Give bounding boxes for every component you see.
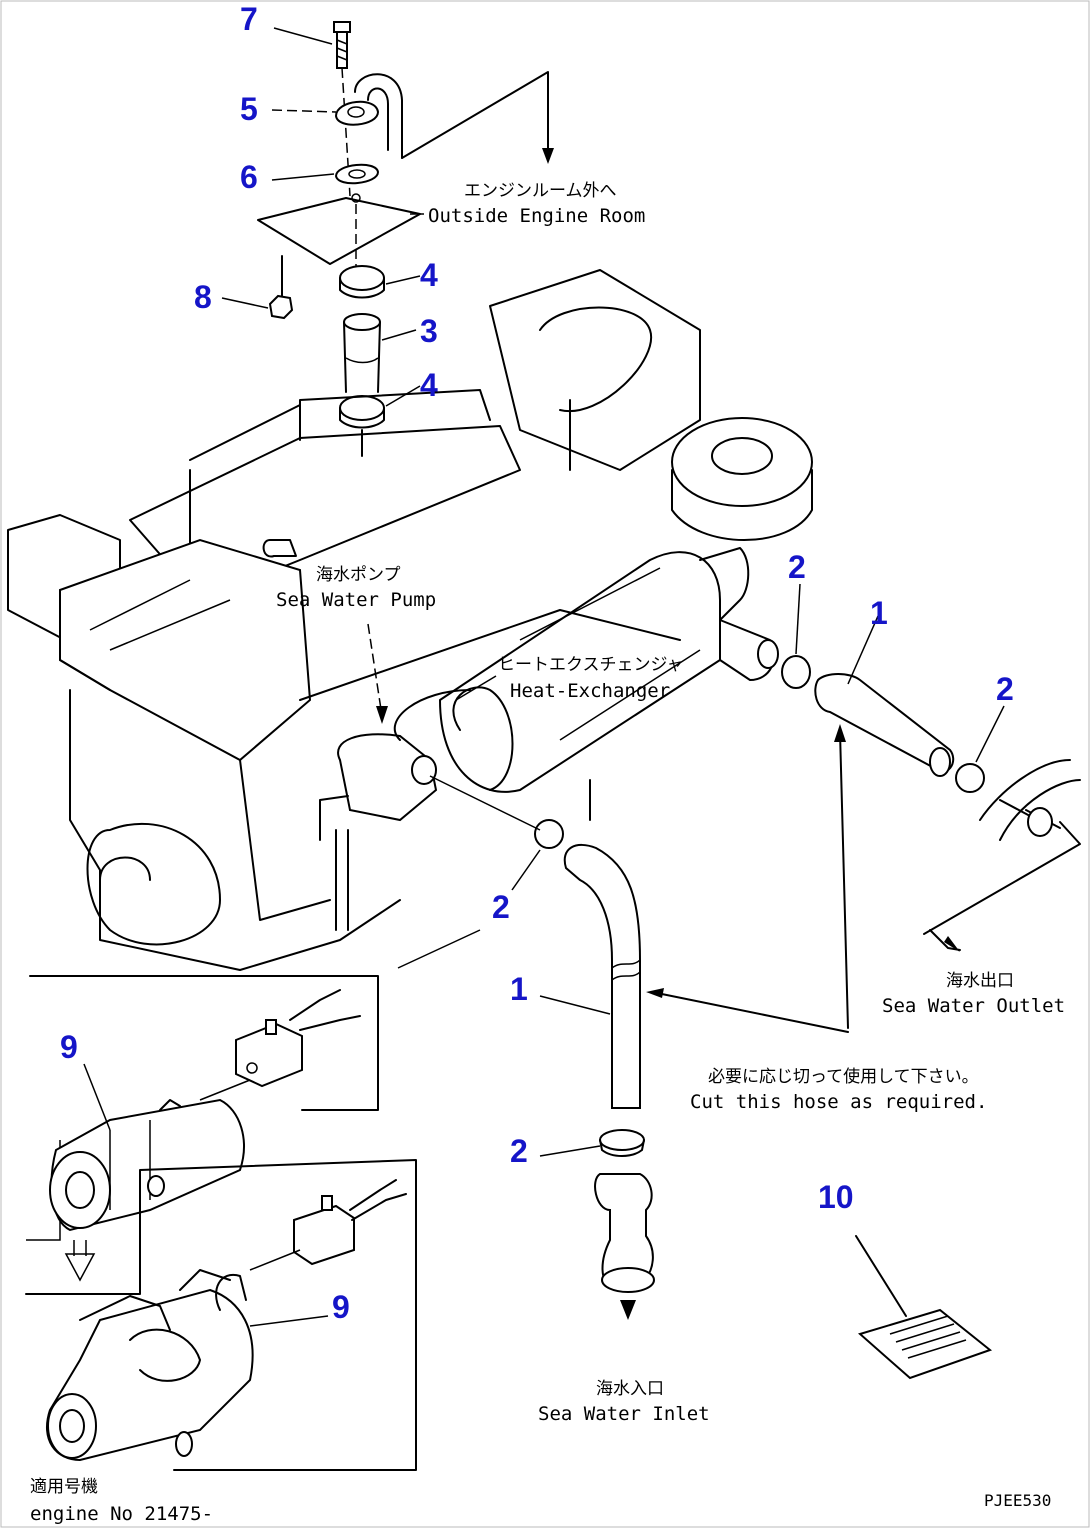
clamp-part-2-pump [534,819,564,849]
callout-3: 3 [420,313,438,349]
drawing-code: PJEE530 [984,1491,1051,1510]
outside-engine-room-jp: エンジンルーム外へ [464,181,617,201]
hose-part-1-outlet [814,673,955,773]
sea-water-inlet-en: Sea Water Inlet [538,1403,710,1425]
callout-8: 8 [194,279,212,315]
clamp-part-2-inlet [599,1129,645,1151]
callout-2-outlet-b: 2 [996,671,1014,707]
sea-water-outlet-jp: 海水出口 [946,971,1014,991]
inlet-hose-assembly [429,775,655,1320]
clamp-part-4-upper [339,265,385,299]
callout-2-outlet-a: 2 [788,549,806,585]
clamp-part-4-lower [339,395,385,457]
inset-starter-new-border [25,1159,417,1471]
callout-6: 6 [240,159,258,195]
upper-fitting-assembly [257,21,554,457]
sea-water-pump-en: Sea Water Pump [276,589,436,611]
hose-part-1-inlet [563,843,641,1109]
sea-water-outlet-en: Sea Water Outlet [882,995,1065,1017]
callout-4-upper: 4 [420,257,438,293]
hose-part-3 [343,313,381,393]
replacement-arrow [64,1240,96,1282]
callout-1-inlet: 1 [510,971,528,1007]
label-plate-part-10 [857,1308,993,1380]
sea-cock [594,1173,655,1320]
engine-block [7,269,813,971]
inset-starter-new [45,1179,407,1462]
sea-water-pump-jp: 海水ポンプ [316,565,401,585]
clamp-part-2-outlet-a [781,655,811,689]
outlet-hose-assembly [646,655,1081,1033]
heat-exchanger-jp: ヒートエクスチェンジャ [498,655,684,675]
heat-exchanger-en: Heat-Exchanger [510,680,670,702]
clamp-part-2-outlet-b [955,763,985,793]
cut-hose-note-jp: 必要に応じ切って使用して下さい。 [708,1066,979,1087]
gasket-part-6 [334,163,380,203]
cut-hose-note-en: Cut this hose as required. [690,1091,987,1113]
nut-part-8 [268,294,294,320]
callout-10: 10 [818,1179,854,1215]
applicable-units-jp: 適用号機 [30,1477,98,1497]
callout-numbers: 7 5 6 8 4 3 4 2 1 2 2 1 2 9 9 10 [60,1,1014,1325]
sea-water-inlet-jp: 海水入口 [596,1379,664,1399]
annotation-labels: エンジンルーム外へ Outside Engine Room 海水ポンプ Sea … [30,181,1065,1525]
callout-2-inlet: 2 [510,1133,528,1169]
flange-elbow-part-5 [334,73,403,159]
engine-serial-range: engine No 21475- [30,1503,213,1525]
callout-4-lower: 4 [420,367,438,403]
callout-9-old: 9 [60,1029,78,1065]
inset-starter-old [26,975,379,1241]
callout-2-pump: 2 [492,889,510,925]
outside-engine-room-en: Outside Engine Room [428,205,645,227]
callout-1-outlet: 1 [870,595,888,631]
callout-9-new: 9 [332,1289,350,1325]
bolt-part-7 [333,21,351,69]
callout-5: 5 [240,91,258,127]
callout-7: 7 [240,1,258,37]
leader-lines [83,27,1005,1327]
